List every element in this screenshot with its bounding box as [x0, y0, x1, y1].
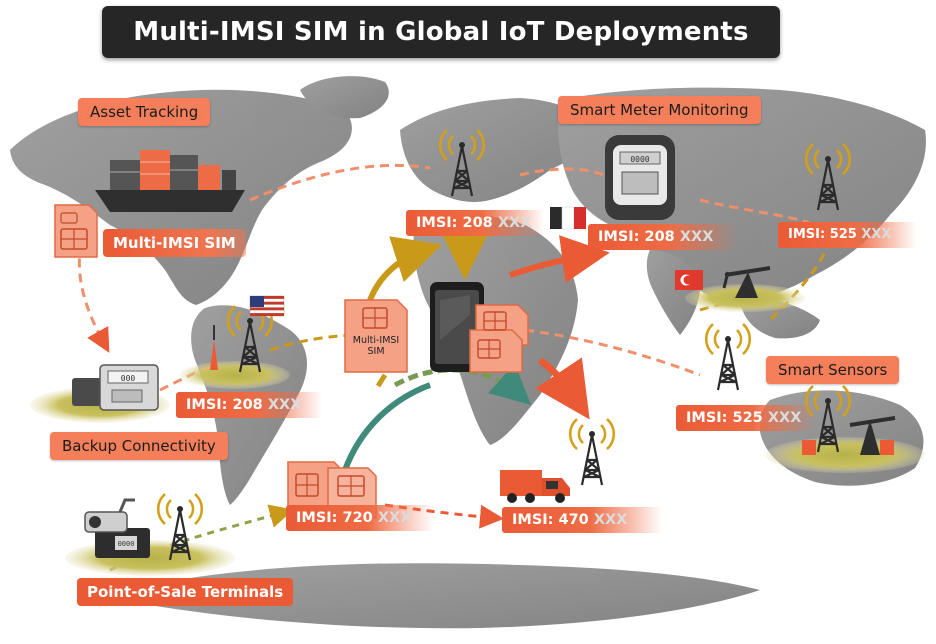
label-backup-connectivity: Backup Connectivity — [50, 432, 228, 460]
smart-meter-icon — [605, 135, 675, 220]
imsi-sensors: IMSI: 525 XXX — [676, 405, 816, 431]
radio-mast-icon — [210, 325, 218, 370]
map-europe — [400, 98, 600, 202]
imsi-south-prefix: IMSI: 720 — [296, 510, 373, 526]
imsi-top-suffix: XXX — [497, 215, 532, 231]
backup-meter-display: 000 — [121, 374, 136, 383]
meter-display: 0000 — [630, 155, 649, 164]
imsi-top-prefix: IMSI: 208 — [416, 215, 493, 231]
imsi-asia-prefix: IMSI: 525 — [788, 227, 857, 242]
label-asset-tracking: Asset Tracking — [78, 98, 211, 126]
imsi-meter-prefix: IMSI: 208 — [598, 229, 675, 245]
map-greenland — [300, 76, 389, 119]
sim-card-icon — [54, 204, 98, 258]
map-antarctica — [150, 563, 760, 629]
imsi-sensors-prefix: IMSI: 525 — [686, 410, 763, 426]
imsi-south-suffix: XXX — [377, 510, 412, 526]
pos-display: 0000 — [118, 540, 135, 548]
label-smart-sensors: Smart Sensors — [766, 356, 900, 384]
imsi-meter: IMSI: 208 XXX — [588, 224, 736, 250]
imsi-south: IMSI: 720 XXX — [286, 505, 434, 531]
imsi-truck: IMSI: 470 XXX — [502, 507, 662, 533]
stacked-sim-cards-icon — [469, 304, 529, 373]
imsi-truck-prefix: IMSI: 470 — [512, 512, 589, 528]
oil-pump-icon — [722, 266, 896, 455]
imsi-truck-suffix: XXX — [593, 512, 628, 528]
center-sim-card-icon — [344, 299, 408, 373]
imsi-sensors-suffix: XXX — [767, 410, 802, 426]
cell-tower-icon — [568, 417, 616, 487]
imsi-americas-suffix: XXX — [267, 397, 302, 413]
center-sim-label: Multi-IMSI SIM — [352, 335, 400, 357]
page-title: Multi-IMSI SIM in Global IoT Deployments — [133, 17, 749, 47]
label-smart-meter: Smart Meter Monitoring — [558, 96, 761, 124]
label-multi-imsi-sim: Multi-IMSI SIM — [103, 229, 246, 257]
cargo-ship-icon — [95, 150, 245, 212]
truck-icon — [500, 470, 570, 503]
flag-turkey-icon — [675, 270, 703, 290]
imsi-americas: IMSI: 208 XXX — [176, 392, 322, 418]
backup-meter-icon — [72, 364, 159, 411]
pos-terminal-icon — [95, 528, 150, 558]
imsi-meter-suffix: XXX — [679, 229, 714, 245]
imsi-asia-suffix: XXX — [861, 227, 892, 242]
imsi-asia: IMSI: 525 XXX — [778, 222, 916, 248]
cell-tower-icon — [704, 322, 752, 392]
security-camera-icon — [84, 498, 135, 533]
flag-usa-icon — [249, 295, 285, 317]
center-arrows — [342, 232, 610, 472]
imsi-americas-prefix: IMSI: 208 — [186, 397, 263, 413]
flag-france-icon — [550, 206, 586, 230]
imsi-top: IMSI: 208 XXX — [406, 210, 544, 236]
label-pos-terminals: Point-of-Sale Terminals — [77, 578, 294, 606]
title-bar: Multi-IMSI SIM in Global IoT Deployments — [102, 6, 780, 58]
